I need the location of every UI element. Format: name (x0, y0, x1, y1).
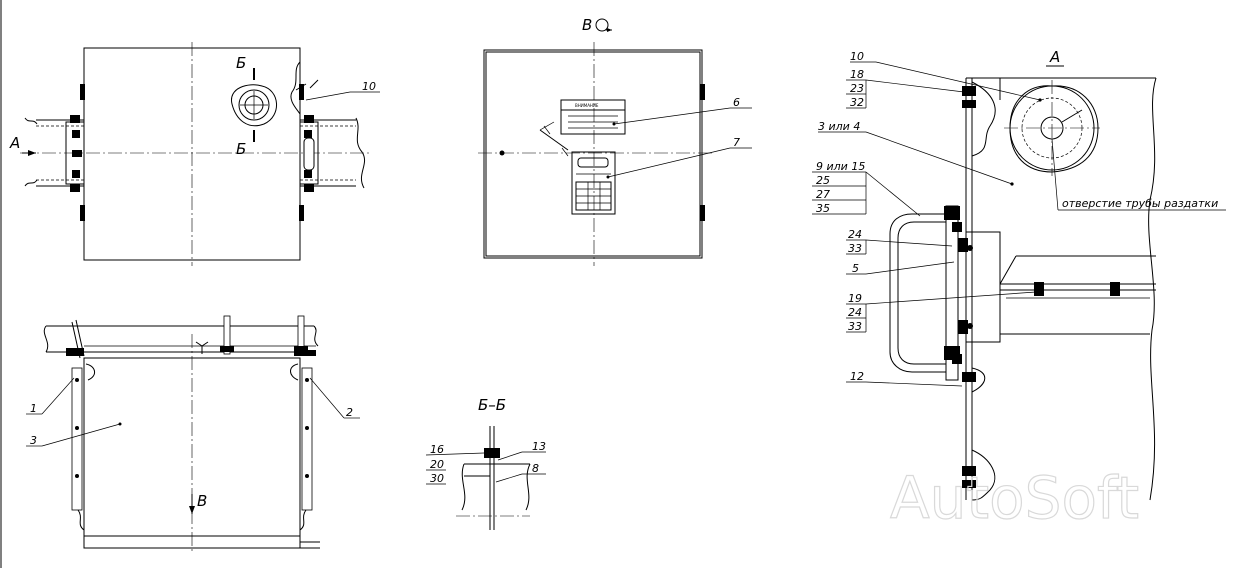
view-v-title: В (582, 16, 592, 34)
cut-label-bottom: Б (236, 140, 246, 158)
callout-6: 6 (733, 96, 740, 109)
view-arrow-v-label: В (197, 492, 207, 510)
callout-25: 25 (816, 174, 830, 187)
callout-30: 30 (430, 472, 444, 485)
callout-5: 5 (852, 262, 859, 275)
callout-20: 20 (430, 458, 444, 471)
callout-33-b: 33 (848, 320, 862, 333)
view-arrow-a-label: А (9, 134, 20, 152)
front-view: В 1 3 2 (26, 315, 360, 552)
callout-8: 8 (532, 462, 539, 475)
section-bb: Б–Б 16 20 30 13 8 (425, 396, 546, 530)
callout-1: 1 (30, 402, 37, 415)
callout-12: 12 (850, 370, 864, 383)
detail-a: А отверстие трубы раздатки (812, 48, 1226, 501)
watermark: AutoSoft (890, 464, 1139, 532)
callout-16: 16 (430, 443, 444, 456)
callout-24-a: 24 (848, 228, 862, 241)
callout-27: 27 (816, 188, 830, 201)
callout-24-b: 24 (848, 306, 862, 319)
callout-detail-10: 10 (850, 50, 864, 63)
detail-title: А (1049, 48, 1060, 66)
callout-19: 19 (848, 292, 862, 305)
callout-35: 35 (816, 202, 830, 215)
callout-13: 13 (532, 440, 546, 453)
callout-2: 2 (346, 406, 353, 419)
callout-9-or-15: 9 или 15 (816, 160, 865, 173)
callout-23: 23 (850, 82, 864, 95)
pipe-hole-note: отверстие трубы раздатки (1062, 197, 1218, 210)
callout-3: 3 (30, 434, 37, 447)
view-v: В ВНИМАНИЕ 6 (478, 16, 752, 266)
cut-label-top: Б (236, 54, 246, 72)
section-title: Б–Б (478, 396, 506, 414)
callout-32: 32 (850, 96, 864, 109)
plan-view: Б Б А 10 (9, 42, 380, 266)
warning-sign-text: ВНИМАНИЕ (575, 103, 599, 108)
callout-7: 7 (733, 136, 740, 149)
callout-3-or-4: 3 или 4 (818, 120, 860, 133)
callout-10: 10 (362, 80, 376, 93)
callout-18: 18 (850, 68, 864, 81)
callout-33-a: 33 (848, 242, 862, 255)
